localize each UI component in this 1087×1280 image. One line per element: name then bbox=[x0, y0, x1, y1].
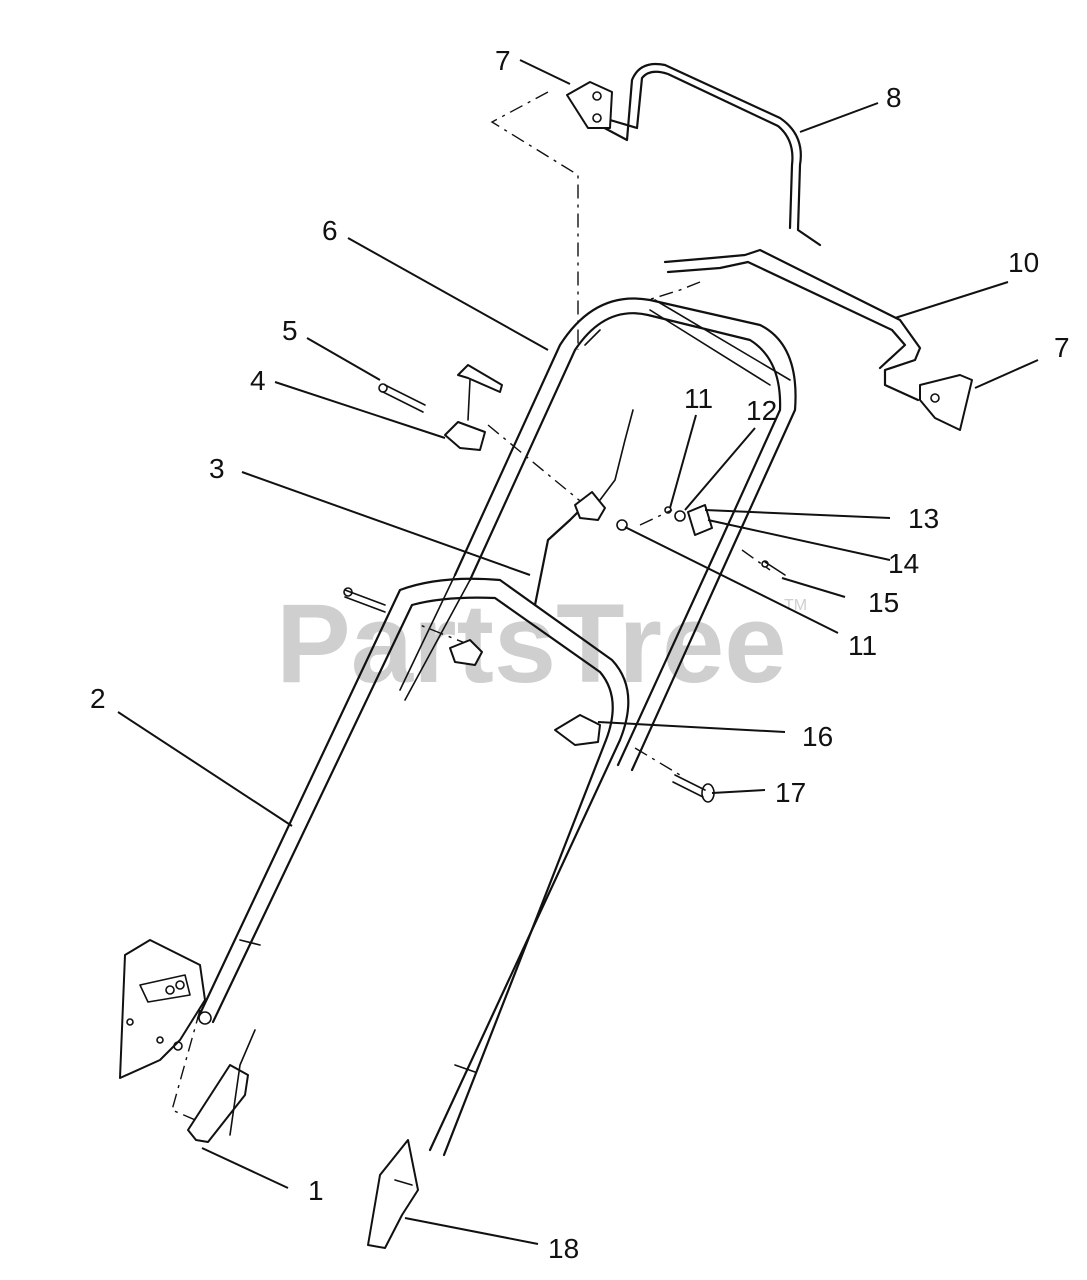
mid-clip bbox=[449, 639, 483, 666]
knob bbox=[444, 364, 503, 451]
bracket-right bbox=[919, 374, 973, 431]
callout-1: 1 bbox=[308, 1175, 324, 1206]
cable bbox=[533, 409, 634, 607]
callout-5: 5 bbox=[282, 315, 298, 346]
cable-clamp bbox=[687, 504, 713, 536]
bolt-upper-left bbox=[343, 587, 386, 613]
callout-7-top: 7 bbox=[495, 45, 511, 76]
bolt-5 bbox=[378, 383, 426, 413]
callout-18: 18 bbox=[548, 1233, 579, 1264]
bolt-17 bbox=[672, 774, 715, 803]
handle-knob bbox=[554, 714, 601, 746]
top-bail bbox=[595, 62, 822, 247]
callout-13: 13 bbox=[908, 503, 939, 534]
callout-15: 15 bbox=[868, 587, 899, 618]
callout-3: 3 bbox=[209, 453, 225, 484]
callout-6: 6 bbox=[322, 215, 338, 246]
callout-4: 4 bbox=[250, 365, 266, 396]
callout-10: 10 bbox=[1008, 247, 1039, 278]
callout-17: 17 bbox=[775, 777, 806, 808]
lower-bail bbox=[663, 248, 922, 402]
upper-handle bbox=[453, 297, 797, 772]
callouts: 1 2 3 4 5 6 7 8 10 7 11 12 13 14 15 11 1… bbox=[90, 45, 1070, 1264]
leader-lines bbox=[117, 59, 1039, 1245]
bolt-15 bbox=[761, 560, 786, 576]
callout-7-right: 7 bbox=[1054, 332, 1070, 363]
callout-16: 16 bbox=[802, 721, 833, 752]
callout-12: 12 bbox=[746, 395, 777, 426]
bracket-top bbox=[566, 81, 613, 129]
control-lever bbox=[187, 1029, 256, 1143]
washer-nut bbox=[616, 506, 686, 531]
callout-14: 14 bbox=[888, 548, 919, 579]
hinge-bracket bbox=[119, 939, 212, 1079]
alignment-lines bbox=[171, 91, 771, 1123]
lower-handle bbox=[196, 574, 630, 1157]
callout-8: 8 bbox=[886, 82, 902, 113]
callout-11-top: 11 bbox=[684, 383, 713, 414]
handle-foot bbox=[367, 1139, 419, 1249]
callout-2: 2 bbox=[90, 683, 106, 714]
callout-11-bottom: 11 bbox=[848, 630, 877, 661]
